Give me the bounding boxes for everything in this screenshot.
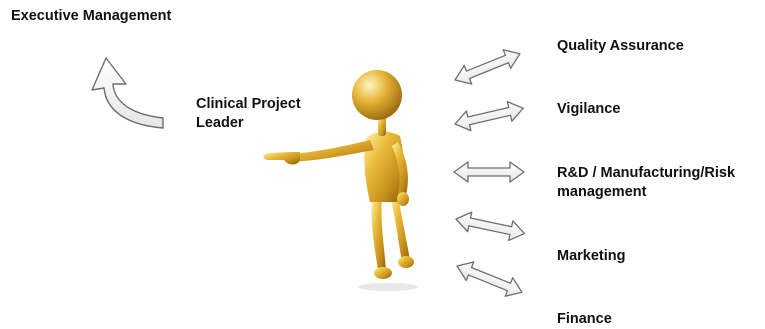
department-marketing: Marketing bbox=[557, 247, 626, 266]
department-quality-assurance: Quality Assurance bbox=[557, 37, 684, 56]
department-label-line1: Finance bbox=[557, 311, 612, 327]
executive-management-label: Executive Management bbox=[11, 8, 172, 24]
double-arrow-icon-1 bbox=[454, 49, 521, 85]
double-arrow-icon-2 bbox=[454, 101, 524, 132]
clinical-project-leader-label: Clinical Project Leader bbox=[196, 95, 301, 133]
double-arrow-icon-5 bbox=[456, 261, 523, 297]
department-rd-manufacturing-risk: R&D / Manufacturing/Risk management bbox=[557, 164, 735, 202]
department-vigilance: Vigilance bbox=[557, 100, 620, 119]
department-label-line1: Marketing bbox=[557, 248, 626, 264]
department-label-line1: Quality Assurance bbox=[557, 38, 684, 54]
curved-up-arrow-icon bbox=[91, 57, 164, 129]
department-finance: Finance bbox=[557, 310, 612, 329]
department-label-line1: R&D / Manufacturing/Risk bbox=[557, 165, 736, 181]
clinical-project-leader-line1: Clinical Project bbox=[196, 96, 301, 112]
double-arrow-icon-3 bbox=[453, 161, 525, 183]
gold-figure-icon bbox=[263, 70, 418, 291]
department-label-line1: Vigilance bbox=[557, 101, 621, 117]
department-label-line2: management bbox=[557, 184, 647, 200]
double-arrow-icon-4 bbox=[455, 211, 526, 242]
clinical-project-leader-line2: Leader bbox=[196, 115, 244, 131]
